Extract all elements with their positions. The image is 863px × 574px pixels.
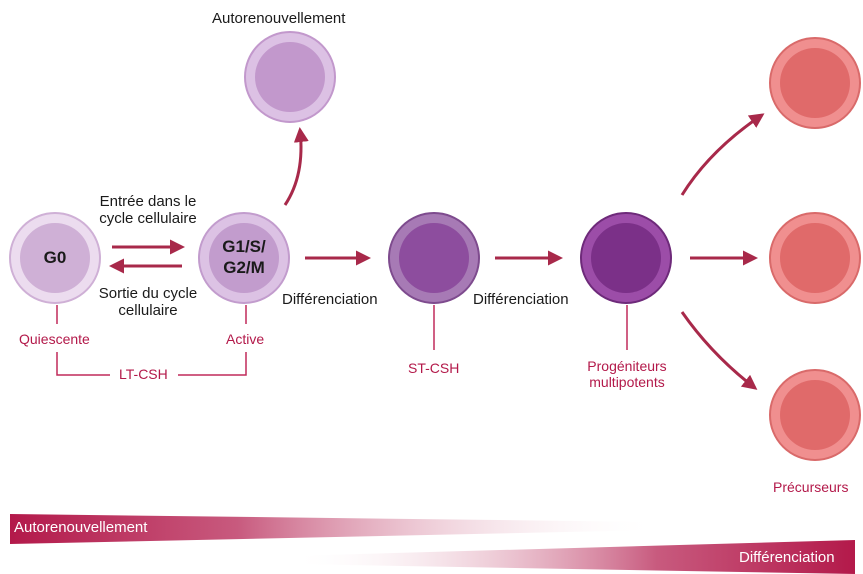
st-hsc-label: ST-CSH	[408, 360, 460, 376]
precursor-cell-middle	[769, 212, 861, 304]
mpp-label-line-2: multipotents	[589, 374, 665, 390]
precursors-label: Précurseurs	[773, 479, 849, 495]
exit-line-1: Sortie du cycle	[98, 285, 198, 302]
lt-hsc-bracket	[56, 305, 247, 376]
self-renewal-gradient-bar	[10, 514, 660, 544]
active-label: Active	[226, 331, 265, 347]
precursor-arrow-top	[680, 113, 765, 196]
precursor-arrow-bottom	[680, 311, 758, 390]
mpp-cell	[580, 212, 672, 304]
entry-line-2: cycle cellulaire	[99, 210, 197, 227]
differentiation-label-2: Différenciation	[473, 291, 569, 308]
differentiation-gradient-label: Différenciation	[739, 549, 835, 566]
active-cell	[198, 212, 290, 304]
precursor-cell-bottom	[769, 369, 861, 461]
self-renewal-arrow	[283, 127, 309, 206]
st-hsc-cell	[388, 212, 480, 304]
self-renewal-gradient-label: Autorenouvellement	[14, 519, 148, 536]
mpp-label-line-1: Progéniteurs	[587, 358, 667, 374]
precursor-cell-top	[769, 37, 861, 129]
lt-hsc-label: LT-CSH	[119, 366, 168, 382]
self-renewal-cell	[244, 31, 336, 123]
active-cell-label: G1/S/ G2/M	[199, 236, 289, 278]
mpp-label: Progéniteurs multipotents	[567, 358, 687, 390]
cell-cycle-entry-label: Entrée dans le cycle cellulaire	[88, 193, 208, 227]
exit-line-2: cellulaire	[118, 302, 178, 319]
self-renewal-label: Autorenouvellement	[212, 10, 346, 27]
cell-cycle-exit-label: Sortie du cycle cellulaire	[88, 285, 208, 319]
quiescent-label: Quiescente	[19, 331, 90, 347]
g0-label: G0	[43, 248, 67, 267]
differentiation-gradient-bar	[290, 540, 855, 574]
differentiation-label-1: Différenciation	[282, 291, 378, 308]
active-label-line-2: G2/M	[223, 258, 265, 277]
active-label-line-1: G1/S/	[222, 237, 266, 256]
g0-cell	[9, 212, 101, 304]
entry-line-1: Entrée dans le	[99, 193, 197, 210]
